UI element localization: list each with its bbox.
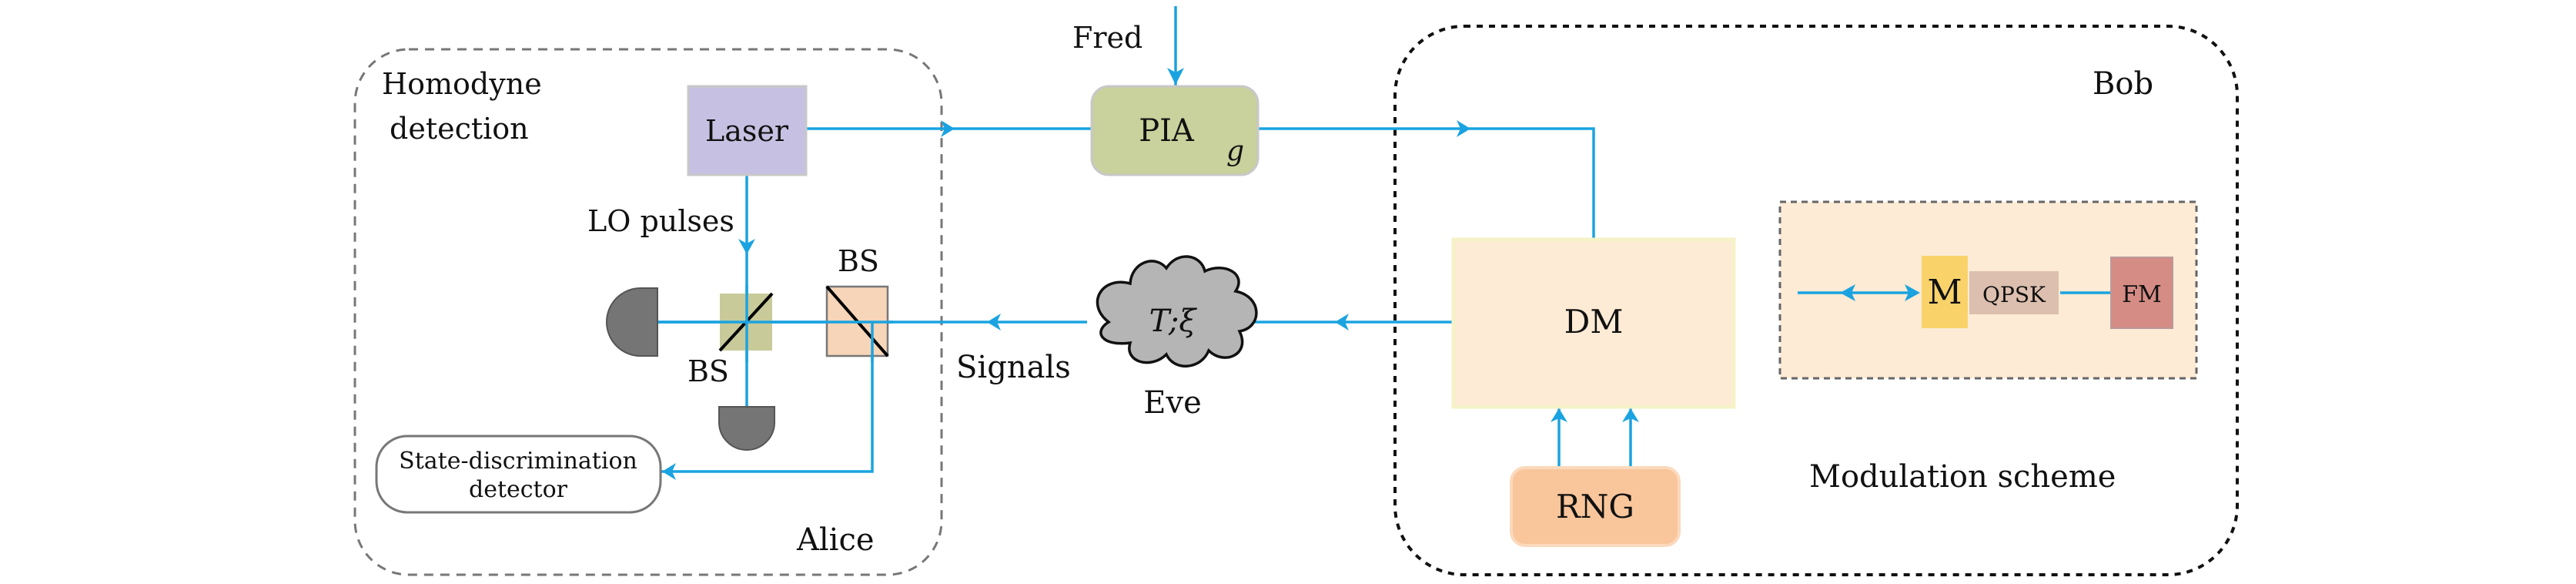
- modulation-scheme-label: Modulation scheme: [1809, 459, 2116, 495]
- fm-box: [2110, 257, 2173, 329]
- pia-amplifier: [1090, 85, 1260, 176]
- eve-params-label: T;ξ: [1149, 304, 1198, 339]
- bs-lower-label: BS: [687, 354, 729, 388]
- arrow-icon: [662, 463, 676, 480]
- arrow-icon: [1457, 120, 1470, 137]
- arrow-icon: [987, 314, 1001, 331]
- dm-label: DM: [1564, 303, 1624, 341]
- eve-cloud-icon: [1096, 255, 1258, 368]
- arrow-icon: [1905, 284, 1920, 301]
- beam-pia-to-dm: [1258, 127, 1595, 240]
- laser-label: Laser: [705, 114, 789, 148]
- detector-bottom-icon: [718, 406, 775, 451]
- pia-label: PIA: [1139, 113, 1195, 149]
- eve-label: Eve: [1143, 385, 1201, 421]
- arrow-icon: [941, 120, 955, 137]
- qpsk-box: [1969, 271, 2059, 314]
- fred-label: Fred: [1072, 21, 1142, 55]
- arrow-icon: [1622, 408, 1639, 422]
- beam-bs-to-state-detector: [661, 322, 874, 473]
- state-det-label-line1: State-discrimination: [399, 448, 637, 475]
- arrow-icon: [1167, 68, 1184, 85]
- signals-label: Signals: [956, 350, 1071, 385]
- bs-upper-label: BS: [838, 244, 879, 278]
- bob-label: Bob: [2093, 66, 2153, 102]
- arrow-icon: [1551, 408, 1567, 422]
- dm-box: [1451, 237, 1736, 409]
- alice-label: Alice: [796, 522, 875, 558]
- state-det-label-line2: detector: [469, 476, 568, 503]
- homodyne-label-line1: Homodyne: [382, 67, 542, 101]
- qpsk-label: QPSK: [1982, 282, 2046, 307]
- arrow-icon: [1335, 314, 1349, 331]
- m-label: M: [1927, 273, 1962, 312]
- rng-box: [1510, 466, 1681, 547]
- fm-label: FM: [2122, 281, 2162, 308]
- lo-pulses-label: LO pulses: [587, 204, 734, 238]
- laser-box: [687, 85, 808, 176]
- arrowheads: [662, 68, 1639, 480]
- detector-left-icon: [606, 287, 658, 357]
- homodyne-label-line2: detection: [390, 112, 529, 146]
- state-discrimination-detector: [375, 435, 662, 514]
- arrow-icon: [1840, 284, 1855, 301]
- pia-gain-label: g: [1226, 136, 1244, 167]
- rng-label: RNG: [1556, 488, 1634, 525]
- arrow-icon: [738, 239, 755, 254]
- m-box: [1922, 256, 1968, 328]
